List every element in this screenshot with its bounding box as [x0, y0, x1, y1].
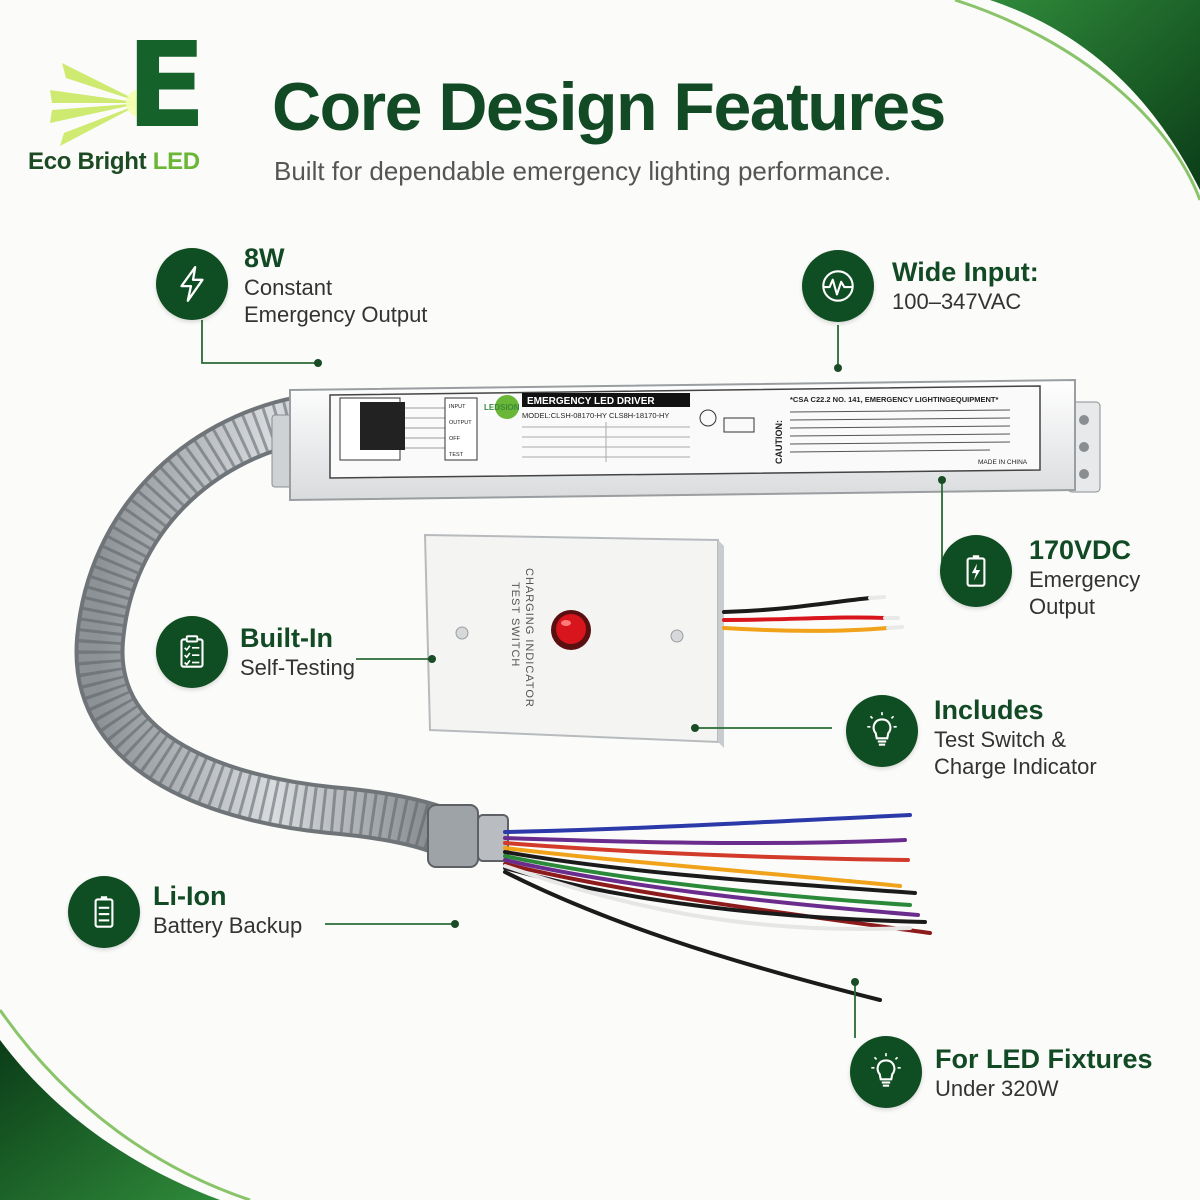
- driver-section-output: OUTPUT: [449, 420, 472, 426]
- emergency-led-driver: [271, 378, 1101, 502]
- test-switch-plate: [423, 533, 724, 748]
- battery-icon: [94, 896, 114, 928]
- battery-badge: [68, 876, 140, 948]
- driver-caution: CAUTION:: [774, 420, 784, 464]
- feature-selftest: Built-In Self-Testing: [240, 623, 355, 681]
- feature-output-line2: Emergency Output: [244, 302, 428, 328]
- callout-leaders: [201, 320, 943, 1038]
- driver-origin: MADE IN CHINA: [978, 459, 1028, 466]
- flexible-conduit: [74, 395, 475, 860]
- brand-name: Eco Bright LED: [28, 148, 200, 175]
- battery-charge-icon: [966, 555, 986, 587]
- feature-dc-line1: Emergency: [1029, 566, 1141, 592]
- wire-tips: [868, 595, 904, 630]
- feature-switch-line2: Charge Indicator: [934, 754, 1097, 780]
- driver-brand: LEDSION: [484, 403, 520, 412]
- feature-dc: 170VDC Emergency Output: [1029, 535, 1141, 621]
- feature-output: 8W Constant Emergency Output: [244, 243, 428, 329]
- wire-bundle: [503, 813, 932, 1002]
- light-rays-icon: [50, 63, 152, 146]
- waveform-icon: [822, 270, 854, 302]
- battery-charge-badge: [940, 535, 1012, 607]
- clipboard-checklist-icon: [180, 635, 204, 668]
- driver-section-test: TEST: [449, 452, 464, 458]
- device-text: LEDSION EMERGENCY LED DRIVER MODEL:CLSH-…: [449, 395, 1028, 708]
- page-subtitle: Built for dependable emergency lighting …: [274, 156, 892, 186]
- feature-selftest-heading: Built-In: [240, 623, 333, 653]
- feature-dc-heading: 170VDC: [1029, 535, 1132, 565]
- callout-dots: [314, 359, 946, 986]
- feature-battery-heading: Li-Ion: [153, 881, 227, 911]
- feature-input: Wide Input: 100–347VAC: [892, 257, 1039, 315]
- driver-section-input: INPUT: [449, 404, 466, 410]
- feature-battery: Li-Ion Battery Backup: [153, 881, 303, 939]
- driver-product: EMERGENCY LED DRIVER: [527, 396, 655, 407]
- switch-label-line2: TEST SWITCH: [509, 582, 521, 667]
- feature-output-heading: 8W: [244, 243, 285, 273]
- driver-standard: *CSA C22.2 NO. 141, EMERGENCY LIGHTINGEQ…: [790, 395, 998, 404]
- lightning-bolt-icon: [180, 266, 204, 302]
- clipboard-badge: [156, 616, 228, 688]
- lightbulb-icon: [871, 1053, 901, 1087]
- lightbulb-icon: [867, 712, 897, 746]
- driver-model: MODEL:CLSH-08170-HY CLS8H-18170-HY: [522, 411, 669, 420]
- lightning-bolt-badge: [156, 248, 228, 320]
- switch-label-line1: CHARGING INDICATOR: [523, 568, 535, 708]
- lightbulb-badge-fixtures: [850, 1036, 922, 1108]
- brand-logo: E Eco Bright LED: [22, 26, 232, 188]
- feature-output-line1: Constant: [244, 274, 333, 300]
- switch-wires: [722, 596, 890, 633]
- feature-battery-line1: Battery Backup: [153, 912, 303, 938]
- feature-fixtures-line1: Under 320W: [935, 1075, 1059, 1101]
- feature-switch-line1: Test Switch &: [934, 726, 1067, 752]
- logo-letter: E: [126, 16, 207, 154]
- feature-input-heading: Wide Input:: [892, 257, 1039, 287]
- feature-dc-line2: Output: [1029, 594, 1096, 620]
- feature-input-line1: 100–347VAC: [892, 288, 1022, 314]
- driver-section-off: OFF: [449, 436, 461, 442]
- feature-fixtures-heading: For LED Fixtures: [935, 1044, 1153, 1074]
- feature-switch-heading: Includes: [934, 695, 1044, 725]
- lightbulb-badge: [846, 695, 918, 767]
- page-title: Core Design Features: [272, 69, 946, 145]
- feature-selftest-line1: Self-Testing: [240, 654, 355, 680]
- feature-switch: Includes Test Switch & Charge Indicator: [934, 695, 1097, 781]
- conduit-connector: [427, 804, 509, 868]
- waveform-badge: [802, 250, 874, 322]
- feature-fixtures: For LED Fixtures Under 320W: [935, 1044, 1153, 1102]
